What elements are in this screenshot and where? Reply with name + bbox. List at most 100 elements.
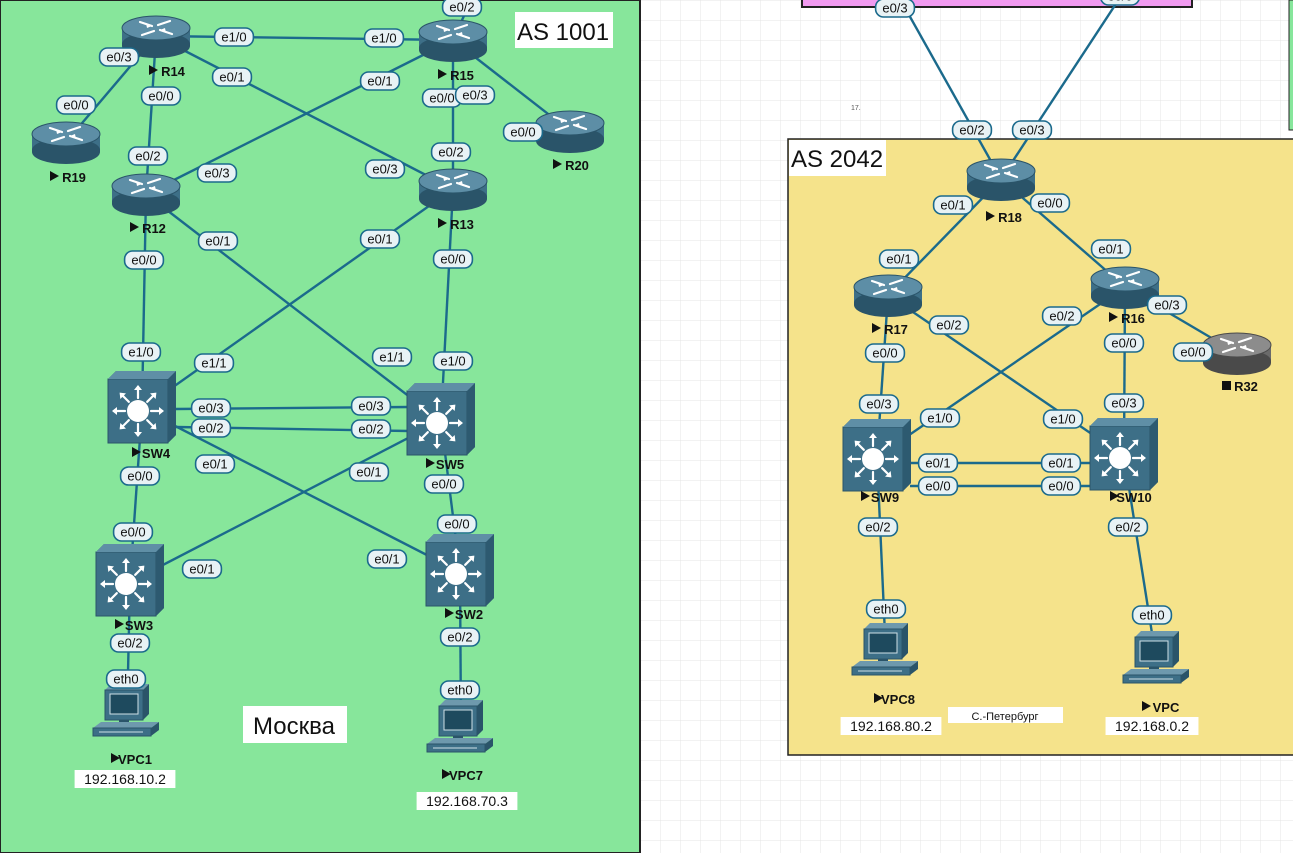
port-label: e1/1: [193, 353, 235, 373]
port-label: e0/0: [432, 249, 474, 269]
play-icon: [1142, 701, 1151, 711]
device-r13[interactable]: R13: [418, 168, 488, 232]
device-r14[interactable]: R14: [121, 15, 191, 79]
link-r16-sw9[interactable]: [876, 286, 1126, 458]
svg-text:e1/0: e1/0: [440, 354, 465, 369]
port-label: e0/1: [1040, 453, 1082, 473]
device-r12[interactable]: R12: [111, 173, 181, 236]
device-r32[interactable]: R32: [1202, 332, 1272, 394]
svg-text:e0/3: e0/3: [1019, 123, 1044, 138]
device-label: R16: [1121, 311, 1145, 326]
port-label: e0/0: [1172, 342, 1214, 362]
device-r18[interactable]: R18: [966, 158, 1036, 225]
port-label: e0/1: [181, 559, 223, 579]
svg-text:e1/0: e1/0: [128, 345, 153, 360]
device-r15[interactable]: R15: [418, 19, 488, 83]
device-sw2[interactable]: SW2: [425, 534, 494, 622]
port-label: e0/1: [197, 231, 239, 251]
device-r16[interactable]: R16: [1090, 266, 1160, 326]
svg-text:eth0: eth0: [113, 672, 138, 687]
play-icon: [1110, 491, 1119, 501]
port-label: e0/2: [439, 627, 481, 647]
svg-text:e0/2: e0/2: [449, 0, 474, 15]
svg-text:e0/1: e0/1: [189, 562, 214, 577]
port-label: e0/0: [119, 466, 161, 486]
device-label: R18: [998, 210, 1022, 225]
link-r13-sw4[interactable]: [141, 188, 454, 410]
device-sw4[interactable]: SW4: [107, 371, 176, 461]
port-label: e0/3: [364, 159, 406, 179]
port-label: e0/2: [857, 517, 899, 537]
link-r17-sw10[interactable]: [887, 294, 1125, 457]
device-sw3[interactable]: SW3: [95, 544, 164, 633]
port-label: e0/0: [140, 86, 182, 106]
device-sw9[interactable]: SW9: [842, 419, 911, 505]
device-sw5[interactable]: SW5: [406, 383, 475, 472]
link-r15-r12[interactable]: [145, 38, 454, 196]
svg-text:e0/0: e0/0: [63, 98, 88, 113]
port-label: eth0: [439, 680, 481, 700]
device-r17[interactable]: R17: [853, 274, 923, 337]
link-r12-sw5[interactable]: [145, 193, 442, 422]
pink-area[interactable]: [801, 0, 1193, 8]
play-icon: [861, 491, 870, 501]
port-label: e0/0: [917, 476, 959, 496]
port-label: e0/0: [502, 122, 544, 142]
device-label: R14: [161, 64, 186, 79]
spb-as-label: AS 2042: [791, 146, 883, 173]
link-r18-topb[interactable]: [999, 0, 1125, 180]
play-icon: [438, 218, 447, 228]
port-label: e0/3: [874, 0, 916, 18]
svg-text:e0/2: e0/2: [1115, 520, 1140, 535]
svg-text:e0/1: e0/1: [367, 232, 392, 247]
ip-address-label: 192.168.70.3: [426, 793, 508, 809]
svg-text:e0/0: e0/0: [131, 253, 156, 268]
port-label: e1/0: [919, 408, 961, 428]
svg-text:e0/3: e0/3: [198, 401, 223, 416]
svg-text:e1/0: e1/0: [1050, 412, 1075, 427]
port-label: e0/2: [951, 120, 993, 140]
link-r14-r12[interactable]: [144, 35, 158, 195]
edge-area: [1288, 0, 1293, 131]
moscow-city-label: Москва: [253, 713, 336, 740]
link-r13-sw5[interactable]: [439, 188, 455, 422]
device-label: SW3: [125, 618, 153, 633]
device-r20[interactable]: R20: [535, 110, 605, 173]
port-label: e0/1: [194, 454, 236, 474]
port-label: e0/0: [423, 474, 465, 494]
device-r19[interactable]: R19: [31, 121, 101, 185]
link-r18-topa[interactable]: [895, 0, 1003, 180]
link-sw5-sw3[interactable]: [129, 419, 442, 584]
svg-text:e0/2: e0/2: [135, 149, 160, 164]
play-icon: [132, 447, 141, 457]
svg-text:e0/0: e0/0: [1107, 0, 1132, 4]
device-label: R15: [450, 68, 474, 83]
svg-text:e0/0: e0/0: [127, 469, 152, 484]
svg-text:e0/3: e0/3: [106, 50, 131, 65]
port-label: e0/1: [211, 67, 253, 87]
device-label: R20: [565, 158, 589, 173]
link-sw10-vpc[interactable]: [1122, 455, 1159, 666]
port-label: e0/1: [366, 549, 408, 569]
svg-text:e0/1: e0/1: [925, 456, 950, 471]
device-label: VPC: [1153, 700, 1180, 715]
svg-text:e0/3: e0/3: [462, 88, 487, 103]
device-label: SW5: [436, 457, 464, 472]
svg-text:e0/0: e0/0: [444, 517, 469, 532]
svg-text:e1/0: e1/0: [371, 31, 396, 46]
port-label: e0/3: [196, 163, 238, 183]
device-sw10[interactable]: SW10: [1089, 418, 1158, 505]
svg-text:e0/2: e0/2: [447, 630, 472, 645]
svg-text:e0/1: e0/1: [367, 74, 392, 89]
svg-text:e0/2: e0/2: [1049, 309, 1074, 324]
small-note: 17.: [851, 105, 861, 112]
port-label: e0/1: [359, 229, 401, 249]
svg-text:e0/1: e0/1: [1048, 456, 1073, 471]
svg-text:e0/3: e0/3: [866, 397, 891, 412]
